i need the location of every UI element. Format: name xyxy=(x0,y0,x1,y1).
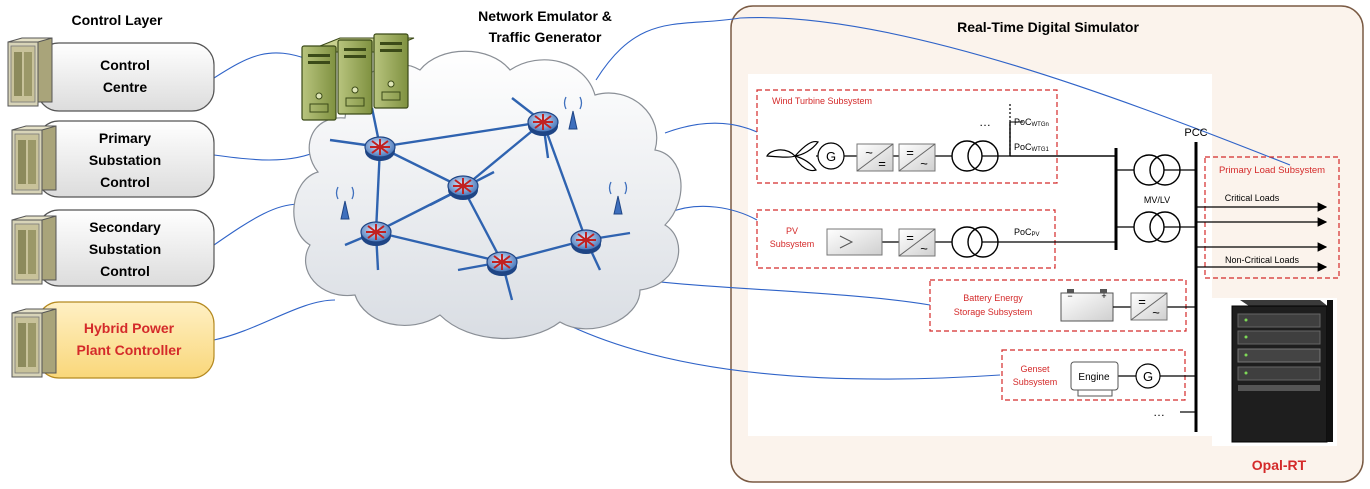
primary-substation-label-line2: Substation xyxy=(89,152,161,168)
server-stack-icon xyxy=(301,33,415,121)
control-centre-label-line2: Centre xyxy=(103,79,148,95)
router-icon xyxy=(360,221,392,247)
primary-substation-node[interactable]: Primary Substation Control xyxy=(11,120,215,198)
opal-rt-rack-image xyxy=(1212,298,1337,446)
wind-turbine-subsystem-box xyxy=(756,89,1058,184)
wind-turbine-subsystem-title: Wind Turbine Subsystem xyxy=(772,96,872,106)
more-feeders-ellipsis: … xyxy=(1153,405,1165,419)
cabinet-icon xyxy=(7,37,53,107)
secondary-substation-node[interactable]: Secondary Substation Control xyxy=(11,209,215,287)
wind-feeder-ellipsis: … xyxy=(979,115,991,129)
opal-rt-label: Opal-RT xyxy=(1252,457,1307,473)
genset-subsystem-title-line1: Genset xyxy=(1020,364,1050,374)
rectifier-icon: ~ = xyxy=(856,143,894,172)
wind-generator-icon xyxy=(817,142,845,170)
pv-subsystem-title-line1: PV xyxy=(786,226,798,236)
engine-label: Engine xyxy=(1078,372,1110,383)
battery-subsystem-title-line2: Storage Subsystem xyxy=(954,307,1033,317)
control-layer-heading: Control Layer xyxy=(71,12,163,28)
cabinet-icon xyxy=(11,308,57,378)
svg-text:~: ~ xyxy=(1152,305,1160,320)
secondary-substation-label-line1: Secondary xyxy=(89,219,161,235)
genset-subsystem-box xyxy=(1001,349,1186,401)
hybrid-plant-controller-label-line1: Hybrid Power xyxy=(84,320,175,336)
primary-load-subsystem-box xyxy=(1204,156,1340,279)
svg-text:=: = xyxy=(906,145,914,160)
control-centre-box[interactable] xyxy=(36,42,215,112)
noncritical-loads-label: Non-Critical Loads xyxy=(1225,255,1300,265)
router-icon xyxy=(570,229,602,255)
svg-text:~: ~ xyxy=(920,156,928,171)
svg-text:+: + xyxy=(1101,291,1106,301)
engine-icon xyxy=(1070,361,1119,397)
hybrid-plant-controller-node[interactable]: Hybrid Power Plant Controller xyxy=(11,301,215,379)
battery-subsystem-box xyxy=(929,279,1187,332)
wind-generator-label: G xyxy=(826,149,836,164)
pcc-label: PCC xyxy=(1184,127,1207,139)
network-heading-line1: Network Emulator & xyxy=(478,8,612,24)
mvlv-label: MV/LV xyxy=(1144,195,1170,205)
poc-wtgn-label: PoCWTGn xyxy=(1014,117,1049,128)
primary-substation-label-line3: Control xyxy=(100,174,150,190)
svg-text:=: = xyxy=(1138,294,1146,309)
critical-loads-label: Critical Loads xyxy=(1225,193,1280,203)
inverter-icon: = ~ xyxy=(898,143,936,172)
pv-inverter-icon: = ~ xyxy=(898,228,936,257)
hybrid-plant-controller-box[interactable] xyxy=(36,301,215,379)
router-icon xyxy=(447,175,479,201)
svg-text:−: − xyxy=(1067,291,1072,301)
svg-text:=: = xyxy=(878,156,886,171)
pv-subsystem-title-line2: Subsystem xyxy=(770,239,815,249)
router-icon xyxy=(527,111,559,137)
router-icon xyxy=(486,251,518,277)
secondary-substation-label-line3: Control xyxy=(100,263,150,279)
battery-subsystem-title-line1: Battery Energy xyxy=(963,293,1023,303)
router-icon xyxy=(364,136,396,162)
poc-pv-label: PoCPV xyxy=(1014,227,1040,238)
load-feeders xyxy=(1196,202,1328,272)
hybrid-plant-controller-label-line2: Plant Controller xyxy=(76,342,182,358)
secondary-substation-label-line2: Substation xyxy=(89,241,161,257)
cabinet-icon xyxy=(11,125,57,195)
genset-generator-label: G xyxy=(1143,369,1153,384)
svg-text:=: = xyxy=(906,230,914,245)
poc-wtg1-label: PoCWTG1 xyxy=(1014,142,1050,153)
svg-text:~: ~ xyxy=(865,145,873,160)
genset-generator-icon xyxy=(1135,363,1161,389)
primary-load-subsystem-title: Primary Load Subsystem xyxy=(1219,165,1325,176)
battery-icon: − + xyxy=(1060,289,1114,322)
svg-text:~: ~ xyxy=(920,241,928,256)
pv-array-icon xyxy=(826,228,883,256)
control-centre-label-line1: Control xyxy=(100,57,150,73)
battery-inverter-icon: = ~ xyxy=(1130,292,1168,321)
pv-subsystem-box xyxy=(756,209,1056,269)
network-cloud xyxy=(293,50,682,339)
primary-substation-label-line1: Primary xyxy=(99,130,151,146)
network-heading-line2: Traffic Generator xyxy=(489,29,602,45)
cabinet-icon xyxy=(11,215,57,285)
simulator-heading: Real-Time Digital Simulator xyxy=(957,19,1139,35)
control-centre-node[interactable]: Control Centre xyxy=(7,37,215,112)
genset-subsystem-title-line2: Subsystem xyxy=(1013,377,1058,387)
